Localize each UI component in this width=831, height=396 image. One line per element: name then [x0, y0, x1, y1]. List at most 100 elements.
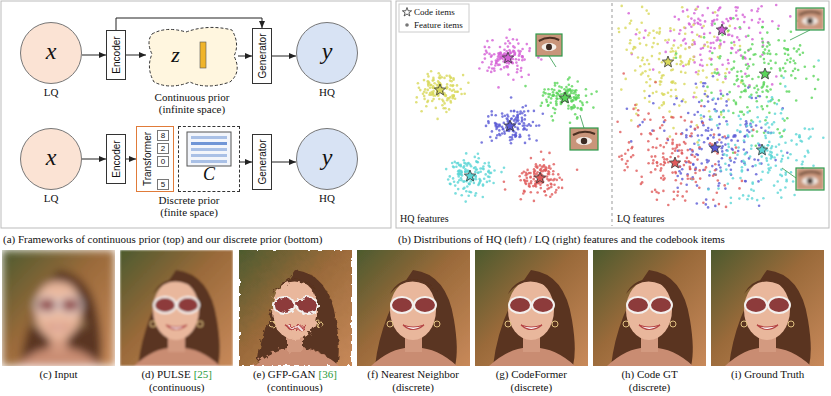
feature-dot [647, 140, 650, 143]
feature-dot [719, 39, 722, 42]
feature-dot [521, 55, 524, 58]
feature-dot [692, 164, 695, 167]
feature-dot [515, 116, 518, 119]
feature-dot [782, 67, 785, 70]
feature-dot [515, 134, 518, 137]
feature-dot [485, 49, 488, 52]
feature-dot [746, 133, 749, 136]
feature-dot [503, 132, 506, 135]
feature-dot [522, 106, 525, 109]
feature-dot [517, 42, 520, 45]
feature-dot [648, 63, 651, 66]
feature-dot [700, 99, 703, 102]
feature-dot [734, 157, 737, 160]
feature-dot [623, 169, 626, 172]
feature-dot [484, 57, 487, 60]
feature-dot [449, 88, 452, 91]
feature-dot [694, 169, 697, 172]
feature-dot [501, 132, 504, 135]
feature-dot [624, 27, 627, 30]
feature-dot [495, 123, 498, 126]
feature-dot [780, 112, 783, 115]
feature-dot [703, 115, 706, 118]
feature-dot [811, 127, 814, 130]
feature-dot [811, 96, 814, 99]
feature-dot [530, 157, 533, 160]
feature-dot [739, 45, 742, 48]
feature-dot [429, 84, 432, 87]
feature-dot [468, 182, 471, 185]
legend-text: Code items [414, 7, 455, 17]
feature-dot [638, 31, 641, 34]
feature-dot [721, 147, 724, 150]
feature-dot [435, 107, 438, 110]
feature-dot [730, 202, 733, 205]
feature-dot [639, 42, 642, 45]
feature-dot [762, 197, 765, 200]
feature-dot [503, 66, 506, 69]
feature-dot [725, 120, 728, 123]
feature-dot [457, 90, 460, 93]
feature-dot [747, 86, 750, 89]
feature-dot [652, 29, 655, 32]
feature-dot [533, 168, 536, 171]
feature-dot [746, 111, 749, 114]
feature-dot [570, 92, 573, 95]
feature-dot [518, 123, 521, 126]
feature-dot [766, 105, 769, 108]
feature-dot [757, 88, 760, 91]
feature-dot [687, 63, 690, 66]
feature-dot [745, 64, 748, 67]
feature-dot [557, 173, 560, 176]
feature-dot [540, 58, 543, 61]
feature-dot [736, 18, 739, 21]
feature-dot [652, 92, 655, 95]
feature-dot [680, 172, 683, 175]
feature-dot [751, 19, 754, 22]
feature-dot [523, 128, 526, 131]
token-index: 2 [157, 143, 169, 154]
feature-dot [561, 178, 564, 181]
feature-dot [687, 62, 690, 65]
feature-dot [743, 16, 746, 19]
feature-dot [465, 152, 468, 155]
feature-dot [546, 175, 549, 178]
feature-dot [512, 134, 515, 137]
feature-dot [697, 70, 700, 73]
feature-dot [768, 141, 771, 144]
panel-label: HQ features [400, 213, 449, 225]
feature-dot [474, 171, 477, 174]
feature-dot [727, 98, 730, 101]
feature-dot [680, 116, 683, 119]
feature-dot [741, 180, 744, 183]
feature-dot [720, 93, 723, 96]
feature-dot [779, 69, 782, 72]
feature-dot [526, 169, 529, 172]
feature-dot [659, 127, 662, 130]
feature-dot [751, 38, 754, 41]
caption-text: (continuous) [267, 381, 323, 393]
feature-dot [730, 17, 733, 20]
feature-dot [674, 82, 677, 85]
feature-dot [486, 181, 489, 184]
feature-dot [426, 80, 429, 83]
feature-dot [671, 81, 674, 84]
feature-dot [546, 184, 549, 187]
feature-dot [553, 163, 556, 166]
feature-dot [757, 76, 760, 79]
feature-dot [761, 171, 764, 174]
feature-dot [751, 165, 754, 168]
feature-dot [771, 96, 774, 99]
feature-dot [767, 144, 770, 147]
feature-dot [746, 125, 749, 128]
feature-dot [507, 40, 510, 43]
feature-dot [634, 69, 637, 72]
feature-dot [707, 130, 710, 133]
feature-dot [681, 152, 684, 155]
feature-dot [731, 47, 734, 50]
feature-dot [705, 198, 708, 201]
feature-dot [705, 76, 708, 79]
feature-dot [674, 15, 677, 18]
feature-dot [788, 90, 791, 93]
feature-dot [786, 117, 789, 120]
